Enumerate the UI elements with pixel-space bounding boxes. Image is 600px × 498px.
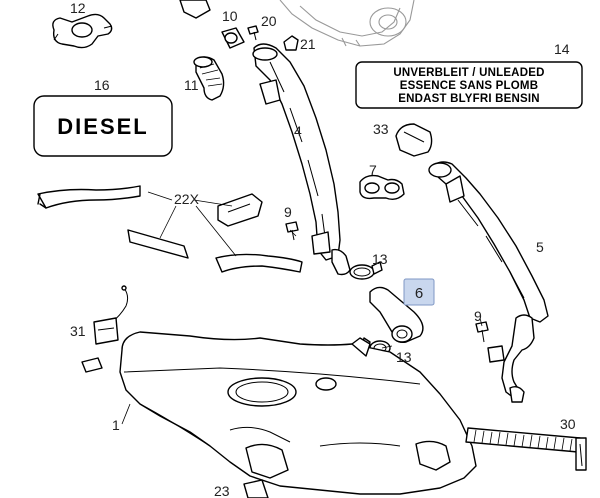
callout-13-lower: 13: [396, 349, 412, 365]
callout-12: 12: [70, 0, 86, 16]
part-10-grommet: [221, 27, 245, 49]
callout-5: 5: [536, 239, 544, 255]
callout-16: 16: [94, 77, 110, 93]
part-22x-pads: [37, 185, 303, 273]
part-23-strap: [243, 479, 269, 498]
part-4-filler-pipe: [252, 43, 351, 276]
callout-23: 23: [214, 483, 230, 498]
unleaded-label-line-2: ESSENCE SANS PLOMB: [400, 80, 538, 92]
callout-10: 10: [222, 8, 238, 24]
callout-33: 33: [373, 121, 389, 137]
diesel-badge-text: DIESEL: [57, 114, 148, 139]
unleaded-label-line-3: ENDAST BLYFRI BENSIN: [398, 93, 540, 105]
part-12-clamp: [52, 13, 113, 49]
part-5-filler-pipe: [428, 161, 549, 403]
callout-13-upper: 13: [372, 251, 388, 267]
callout-4: 4: [294, 123, 302, 139]
callout-21: 21: [300, 36, 316, 52]
part-16-diesel-badge: DIESEL: [33, 95, 173, 157]
part-9-screw-upper: [285, 221, 299, 241]
part-6-hose: [369, 286, 424, 343]
vehicle-outline: [279, 0, 415, 47]
callout-9-upper: 9: [284, 204, 292, 220]
part-33-cap: [395, 123, 433, 157]
callout-7: 7: [369, 162, 377, 178]
part-9-screw-lower: [475, 321, 489, 343]
callout-30: 30: [560, 416, 576, 432]
callout-11: 11: [184, 77, 199, 93]
callout-14: 14: [554, 41, 570, 57]
part-20-screw: [247, 25, 259, 41]
leader-lines: [121, 191, 483, 425]
callout-9-lower: 9: [474, 308, 482, 324]
part-1-fuel-tank: [119, 331, 477, 495]
part-21-clip: [283, 35, 299, 51]
callout-numbers: 12 10 20 21 14 16 11 4 33 7 22X 9 5 13 9…: [70, 0, 576, 498]
callout-1: 1: [112, 417, 120, 433]
part-top-bracket: [179, 0, 211, 19]
part-11-hose: [193, 56, 225, 101]
highlight-part-6[interactable]: 6: [403, 278, 435, 306]
callout-22x: 22X: [174, 191, 200, 207]
unleaded-label-line-1: UNVERBLEIT / UNLEADED: [393, 67, 544, 79]
callout-20: 20: [261, 13, 277, 29]
part-30-strip: [465, 427, 587, 471]
part-13-clamp-upper: [349, 261, 383, 280]
part-14-unleaded-label: UNVERBLEIT / UNLEADED ESSENCE SANS PLOMB…: [355, 61, 583, 109]
callout-6: 6: [415, 285, 423, 302]
part-31-sender: [81, 285, 129, 373]
part-7-clamp: [359, 174, 405, 201]
callout-31: 31: [70, 323, 86, 339]
